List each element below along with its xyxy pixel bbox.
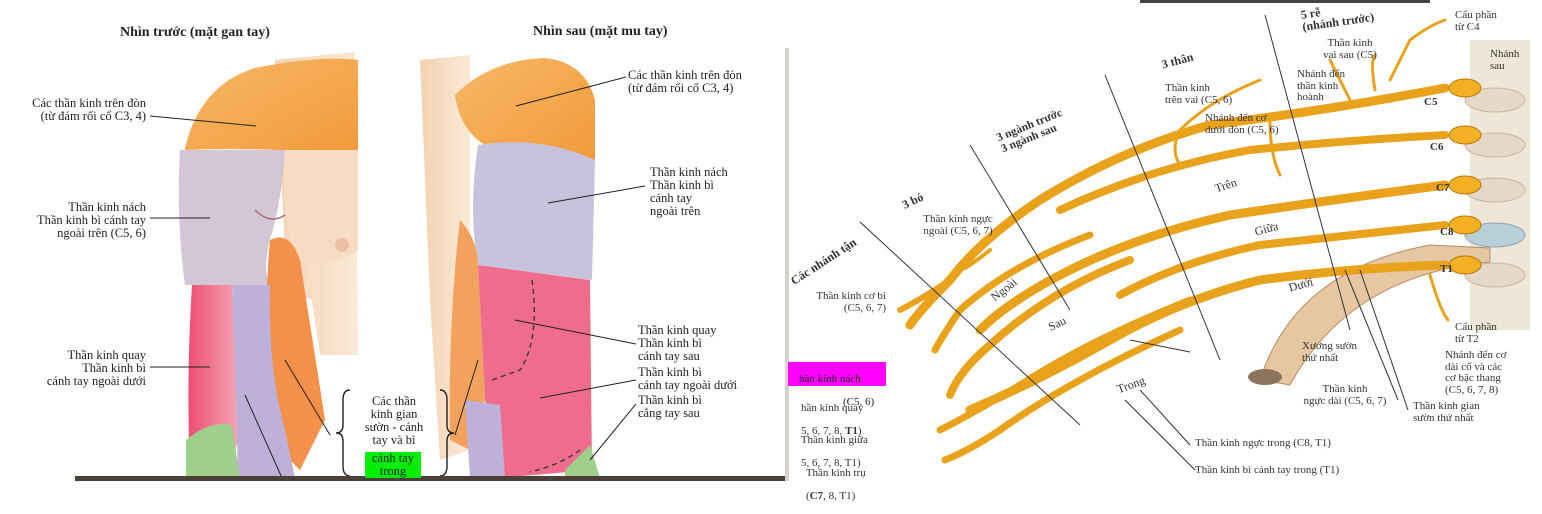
back-forearm-green: [565, 445, 600, 478]
first-rib-label: Xương sườn thứ nhất: [1302, 340, 1358, 364]
root-ganglia: [1448, 78, 1482, 275]
radial-nerve-label: hần kinh quay 5, 6, 7, 8, T1): [790, 391, 863, 449]
ulnar-nerve-roots: , 8, T1): [823, 489, 856, 502]
median-nerve-roots: 5, 6, 7, 8, T1): [801, 456, 861, 469]
back-posterior-forearm-label: Thần kinh bì cẳng tay sau: [638, 393, 702, 420]
arm-dermatome-illustration: [75, 48, 789, 481]
dorsal-scapular-label: Thần kinh vai sau (C5): [1323, 37, 1377, 61]
intercostobrachial-label: Các thần kinh gian sườn - cánh tay và bì: [364, 394, 424, 447]
front-radial-label: Thần kinh quay Thần kinh bì cánh tay ngo…: [46, 348, 146, 388]
radial-nerve-name: hần kinh quay: [801, 401, 864, 414]
medial-pectoral-label: Thần kinh ngực trong (C8, T1): [1195, 437, 1331, 449]
radial-nerve-roots-close: ): [857, 424, 862, 437]
axillary-nerve-name: hần kinh nách: [799, 372, 861, 385]
back-axillary-label: Thần kinh nách Thần kinh bì cánh tay ngo…: [650, 165, 728, 218]
front-pectoral-skin: [284, 150, 358, 264]
front-medial-zone: [232, 285, 295, 478]
front-view-title: Nhìn trước (mặt gan tay): [120, 25, 270, 40]
root-c8: C8: [1440, 226, 1454, 238]
ulnar-nerve-roots-bold: C7: [809, 489, 824, 502]
phrenic-branch-label: Nhánh đến thần kinh hoành: [1297, 68, 1345, 103]
brachial-plexus-illustration: [859, 0, 1530, 471]
ulnar-nerve-name: Thần kinh trụ: [805, 466, 866, 479]
back-lateral-strip-orange: [449, 220, 485, 450]
medial-brachial-cutaneous-label: Thần kinh bì cánh tay trong (T1): [1195, 464, 1340, 476]
back-lower-lateral-label: Thần kinh bì cánh tay ngoài dưới: [638, 365, 738, 392]
back-supraclavicular-label: Các thần kinh trên đòn (từ đám rối cổ C3…: [628, 68, 742, 95]
median-nerve-name: Thần kinh giữa: [800, 433, 868, 446]
front-axillary-label: Thần kinh nách Thần kinh bì cánh tay ngo…: [37, 200, 146, 240]
figure-canvas: Nhìn trước (mặt gan tay) Nhìn sau (mặt m…: [32, 0, 1530, 501]
back-view-title: Nhìn sau (mặt mu tay): [533, 24, 668, 39]
front-supraclavicular-label: Các thần kinh trên đòn (từ đám rối cổ C3…: [32, 96, 146, 123]
subclavius-branch-label: Nhánh đến cơ dưới đòn (C5, 6): [1205, 112, 1279, 136]
left-leader-lines: [149, 76, 646, 479]
longus-colli-branch-label: Nhánh đến cơ dài cổ và các cơ bậc thang …: [1445, 349, 1507, 396]
back-radial-label: Thần kinh quay Thần kinh bì cánh tay sau: [638, 323, 717, 363]
median-nerve-label: Thần kinh giữa 5, 6, 7, 8, T1): [790, 423, 868, 481]
root-c7: C7: [1436, 182, 1450, 194]
front-arm: [178, 52, 358, 478]
right-leader-lines: [859, 14, 1409, 471]
musculocutaneous-label: Thần kinh cơ bì (C5, 6, 7): [816, 290, 886, 314]
root-c6: C6: [1430, 141, 1444, 153]
t2-contribution-label: Cấu phần từ T2: [1455, 321, 1497, 345]
suprascapular-label: Thần kinh trên vai (C5, 6): [1165, 82, 1233, 106]
first-intercostal-label: Thần kinh gian sườn thứ nhất: [1413, 400, 1480, 424]
root-c5: C5: [1424, 96, 1438, 108]
ulnar-nerve-label: Thần kinh trụ (C7, 8, T1): [805, 466, 866, 502]
back-radial-zone: [478, 265, 592, 478]
back-arm: [420, 55, 600, 478]
radial-nerve-roots-bold: T1: [845, 424, 858, 437]
medial-brachial-highlight: cánh tay trong: [365, 452, 421, 478]
axillary-nerve-highlight: hần kinh nách (C5, 6): [788, 362, 886, 407]
long-thoracic-label: Thần kinh ngực dài (C5, 6, 7): [1303, 383, 1387, 407]
front-forearm-green: [186, 424, 240, 478]
radial-nerve-roots: 5, 6, 7, 8,: [801, 424, 845, 437]
posterior-branch-label: Nhánh sau: [1490, 48, 1520, 72]
back-medial-zone: [465, 400, 505, 478]
nerve-bundles: [897, 18, 1450, 464]
axillary-nerve-roots: (C5, 6): [843, 395, 875, 408]
c4-contribution-label: Cấu phần từ C4: [1455, 9, 1497, 33]
back-supraclavicular-zone: [455, 58, 595, 160]
root-t1: T1: [1440, 263, 1453, 275]
lateral-pectoral-label: Thần kinh ngực ngoài (C5, 6, 7): [923, 213, 993, 237]
middle-braces: [335, 389, 455, 477]
front-lateral-forearm-orange: [266, 237, 325, 470]
front-axillary-zone: [178, 150, 285, 285]
back-axillary-zone: [473, 142, 595, 280]
front-supraclavicular-zone: [185, 58, 358, 153]
